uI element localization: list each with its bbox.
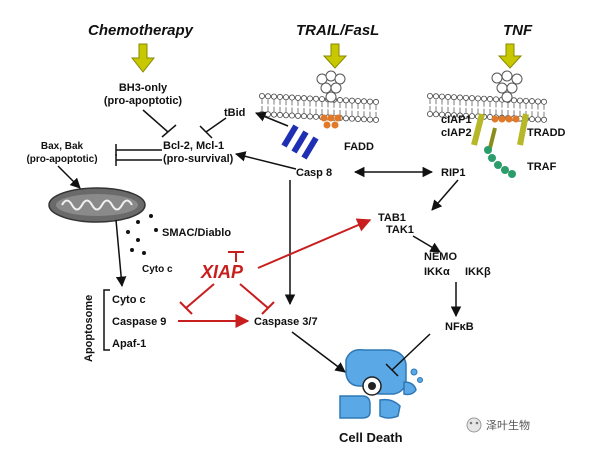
inhibition-lines [115,109,431,377]
xiap-label: XIAP [200,262,244,282]
bh3-only-label: BH3-only [119,82,168,94]
apaf1-label: Apaf-1 [112,338,146,350]
ciap1-label: cIAP1 [441,114,472,126]
bax-to-mito-arrow [57,165,81,189]
chemotherapy-input-arrow [130,43,156,73]
tab1-label: TAB1 [378,212,406,224]
trail-membrane [258,93,379,123]
apoptosome-bracket [103,289,110,351]
smac-diablo-label: SMAC/Diablo [162,227,231,239]
fadd-label: FADD [344,141,374,153]
watermark-text: 泽叶生物 [486,418,530,432]
casp8-label: Casp 8 [296,167,332,179]
bh3-only-sublabel: (pro-apoptotic) [104,95,183,107]
nemo-label: NEMO [424,251,457,263]
activation-arrows [57,111,462,373]
tnf-title: TNF [503,22,533,39]
apoptosome-cyto-c-label: Cyto c [112,294,146,306]
chemotherapy-title: Chemotherapy [88,22,194,39]
casp3-to-death-arrow [291,331,346,373]
ikka-label: IKKα [424,266,450,278]
ikkb-label: IKKβ [465,266,491,278]
ciap2-label: cIAP2 [441,127,472,139]
fadd-to-tbid-arrow [255,111,289,127]
bax-bak-sublabel: (pro-apoptotic) [26,154,97,165]
xiap-interactions [178,218,372,328]
nfkb-label: NFκB [445,321,474,333]
bcl2-mcl1-sublabel: (pro-survival) [163,153,234,165]
watermark [466,417,482,433]
bax-bak-label: Bax, Bak [41,141,84,152]
tnf-input-arrow [497,43,523,69]
traf-label: TRAF [527,161,557,173]
trail-fasl-title: TRAIL/FasL [296,22,379,39]
mito-to-cyto-arrow [115,219,127,288]
apoptosome-label: Apoptosome [83,295,95,362]
tak1-to-nemo-arrow [412,235,441,253]
cell-death-label: Cell Death [339,430,403,445]
bcl2-mcl1-label: Bcl-2, Mcl-1 [163,140,224,152]
cyto-c-release-label: Cyto c [142,264,173,275]
rip1-to-tab1-arrow [431,179,459,211]
casp8-to-bcl2-arrow [234,151,297,170]
rip1-label: RIP1 [441,167,465,179]
cell-death-icon [339,348,423,419]
mitochondrion-icon [48,187,146,223]
release-dots [126,214,158,255]
trail-input-arrow [322,43,348,69]
caspase9-label: Caspase 9 [112,316,166,328]
tradd-label: TRADD [527,127,566,139]
tnf-receptor-icon [471,70,529,178]
caspase37-label: Caspase 3/7 [254,316,318,328]
trail-receptor-icon [281,70,346,160]
tak1-label: TAK1 [386,224,414,236]
tbid-label: tBid [224,107,245,119]
